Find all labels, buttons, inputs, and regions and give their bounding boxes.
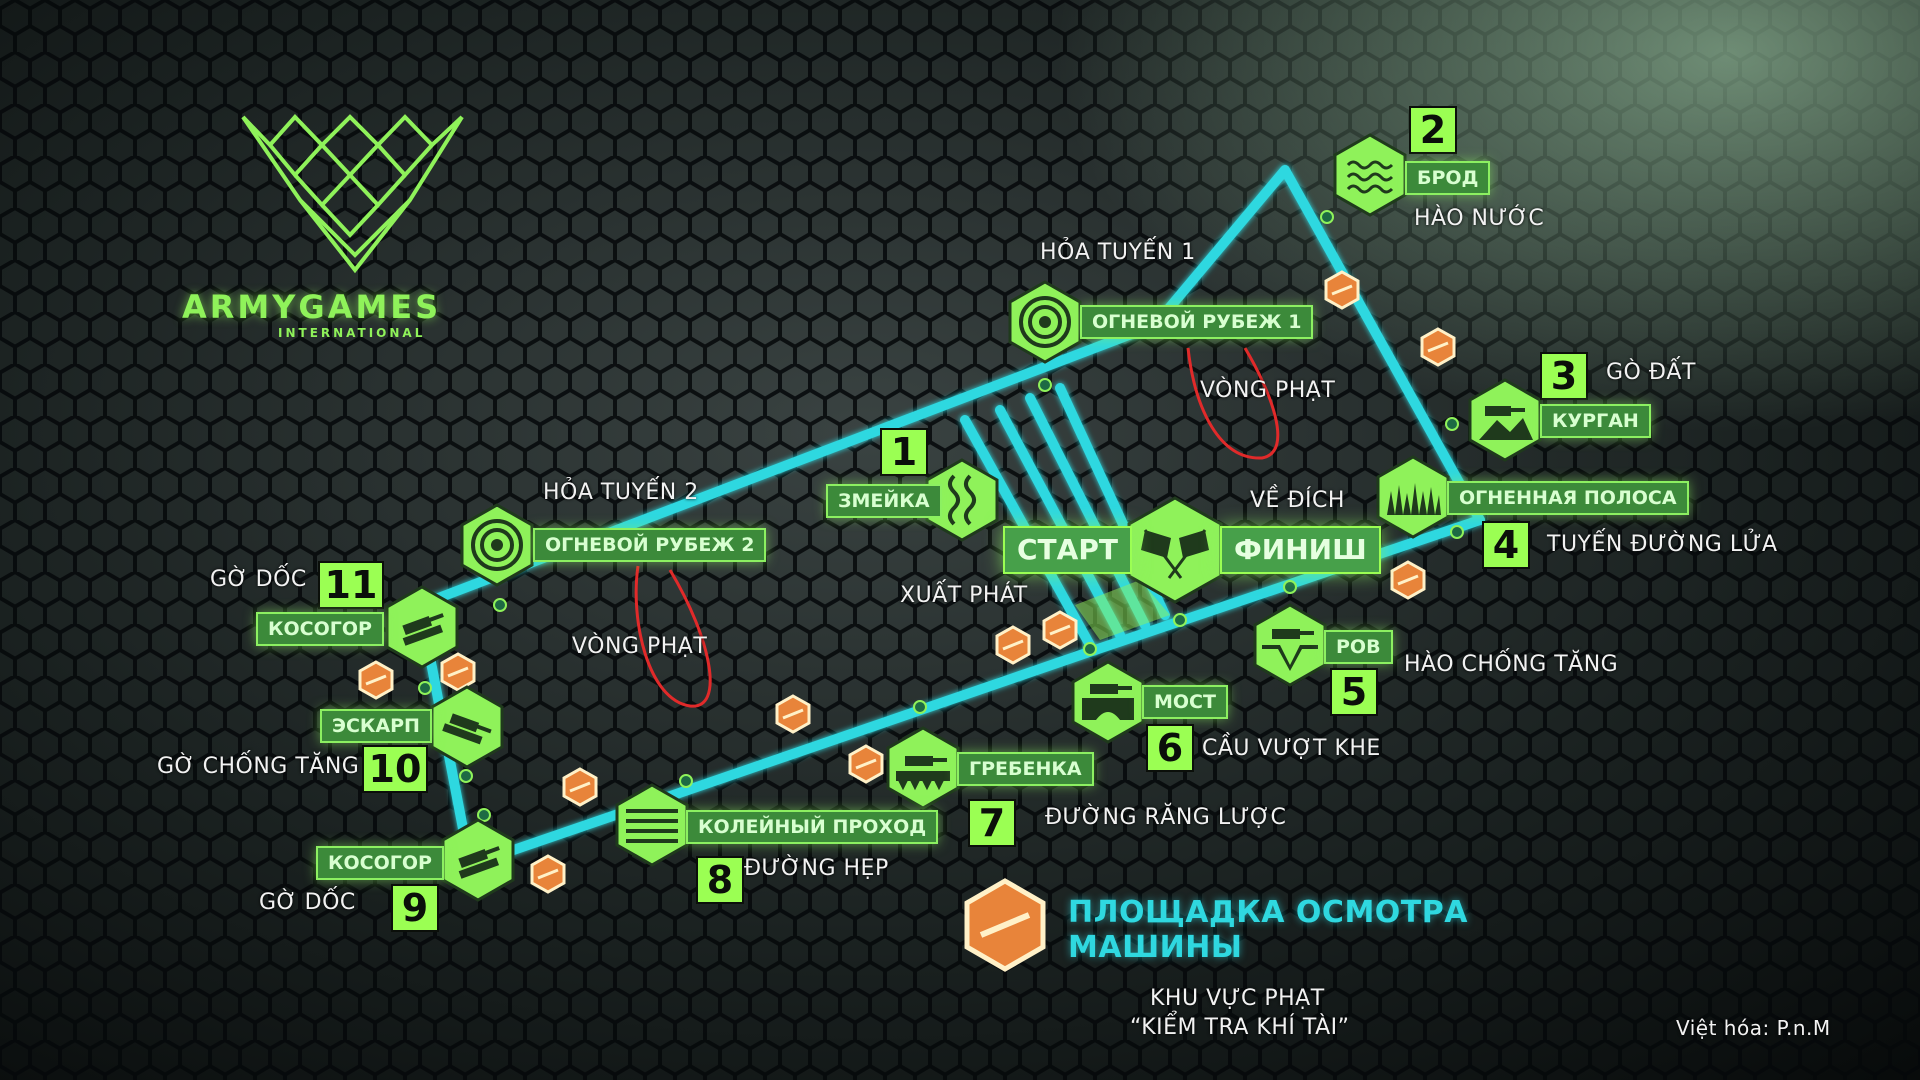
tank-bridge-icon: [1071, 660, 1145, 744]
stage-11-number: 11: [318, 561, 384, 609]
stage-9-number: 9: [391, 884, 439, 932]
penalty-loop-2: [634, 565, 712, 708]
stage-4-label: ОГНЕННАЯ ПОЛОСА: [1447, 481, 1689, 515]
stage-4-vi: TUYẾN ĐƯỜNG LỬA: [1547, 532, 1778, 557]
inspection-vi-line2: “KIỂM TRA KHÍ TÀI”: [1130, 1015, 1350, 1040]
stage-8-label: КОЛЕЙНЫЙ ПРОХОД: [686, 810, 939, 844]
penalty-loop-2-label: VÒNG PHẠT: [572, 634, 708, 659]
stage-5-vi: HÀO CHỐNG TĂNG: [1404, 652, 1619, 677]
start-label-vi: XUẤT PHÁT: [900, 583, 1028, 608]
inspection-hex-icon: [1042, 610, 1078, 650]
stage-10-vi: GỜ CHỐNG TĂNG: [157, 754, 360, 779]
track-nodes: [418, 210, 1464, 822]
finish-label-vi: VỀ ĐÍCH: [1250, 488, 1345, 513]
stage-7-label: ГРЕБЕНКА: [957, 752, 1094, 786]
tank-escarp-icon: [430, 685, 504, 769]
logo-emblem: [241, 114, 464, 274]
stage-1-number: 1: [880, 428, 928, 476]
stage-11-label: КОСОГОР: [256, 612, 384, 646]
inspection-hex-icon: [1420, 327, 1456, 367]
inspection-hex-icon: [530, 854, 566, 894]
start-zone: [1075, 580, 1170, 640]
snake-icon: [925, 458, 999, 542]
logo-subtitle: INTERNATIONAL: [278, 326, 426, 340]
tank-ditch-icon: [1253, 603, 1327, 687]
inspection-title-line2: МАШИНЫ: [1068, 930, 1243, 965]
start-label: СТАРТ: [1003, 526, 1132, 574]
stage-3-vi: GÒ ĐẤT: [1606, 360, 1696, 385]
inspection-hex-icon: [775, 694, 811, 734]
stage-7-vi: ĐƯỜNG RĂNG LƯỢC: [1045, 805, 1287, 830]
stage-5-number: 5: [1330, 668, 1378, 716]
stage-hexes: [385, 133, 1542, 972]
stage-3-label: КУРГАН: [1540, 404, 1651, 438]
stage-7-number: 7: [968, 799, 1016, 847]
inspection-hex-icon: [440, 652, 476, 692]
inspection-vi-line1: KHU VỰC PHẠT: [1150, 986, 1325, 1011]
firing-line-2-vi: HỎA TUYẾN 2: [543, 480, 699, 505]
stage-6-vi: CẦU VƯỢT KHE: [1202, 736, 1381, 761]
tank-comb-icon: [886, 726, 960, 810]
stage-8-number: 8: [696, 856, 744, 904]
target-icon: [1008, 280, 1082, 364]
firing-line-2-label: ОГНЕВОЙ РУБЕЖ 2: [533, 528, 767, 562]
stage-9-vi: GỜ DỐC: [259, 890, 356, 915]
penalty-loop-1: [1186, 347, 1280, 460]
stage-6-number: 6: [1146, 724, 1194, 772]
firing-line-1-vi: HỎA TUYẾN 1: [1040, 240, 1196, 265]
firing-line-1-label: ОГНЕВОЙ РУБЕЖ 1: [1080, 305, 1314, 339]
inspection-hex-icon: [1324, 270, 1360, 310]
inspection-hex-icon: [1390, 560, 1426, 600]
stage-8-vi: ĐƯỜNG HẸP: [744, 856, 889, 881]
inspection-title-line1: ПЛОЩАДКА ОСМОТРА: [1068, 895, 1468, 930]
finish-label: ФИНИШ: [1220, 526, 1381, 574]
stage-11-vi: GỜ DỐC: [210, 567, 307, 592]
stage-3-number: 3: [1540, 352, 1588, 400]
tank-slope-icon: [441, 818, 515, 902]
inspection-hex-icon: [964, 878, 1046, 972]
stage-10-label: ЭСКАРП: [320, 709, 432, 743]
track-lanes-icon: [615, 783, 689, 867]
stage-10-number: 10: [362, 745, 428, 793]
stage-9-label: КОСОГОР: [316, 846, 444, 880]
inspection-hexes: [358, 270, 1456, 894]
inspection-hex-icon: [995, 625, 1031, 665]
logo-wordmark: ARMYGAMES: [182, 288, 442, 326]
credit-text: Việt hóa: P.n.M: [1676, 1016, 1831, 1040]
target-icon: [460, 503, 534, 587]
stage-6-label: МОСТ: [1142, 685, 1228, 719]
stage-2-number: 2: [1409, 106, 1457, 154]
inspection-hex-icon: [358, 660, 394, 700]
penalty-loop-1-label: VÒNG PHẠT: [1200, 378, 1336, 403]
stage-1-label: ЗМЕЙКА: [826, 484, 942, 518]
inspection-hex-icon: [562, 767, 598, 807]
stage-5-label: РОВ: [1324, 630, 1393, 664]
tank-hill-icon: [1468, 378, 1542, 462]
track-upper: [415, 165, 1485, 610]
inspection-hex-icon: [848, 744, 884, 784]
stage-2-vi: HÀO NƯỚC: [1414, 206, 1545, 231]
fire-grass-icon: [1376, 455, 1450, 539]
water-waves-icon: [1333, 133, 1407, 217]
stage-4-number: 4: [1482, 521, 1530, 569]
checkered-flags-icon: [1127, 496, 1223, 604]
stage-2-label: БРОД: [1405, 161, 1491, 195]
tank-slope-icon: [385, 585, 459, 669]
